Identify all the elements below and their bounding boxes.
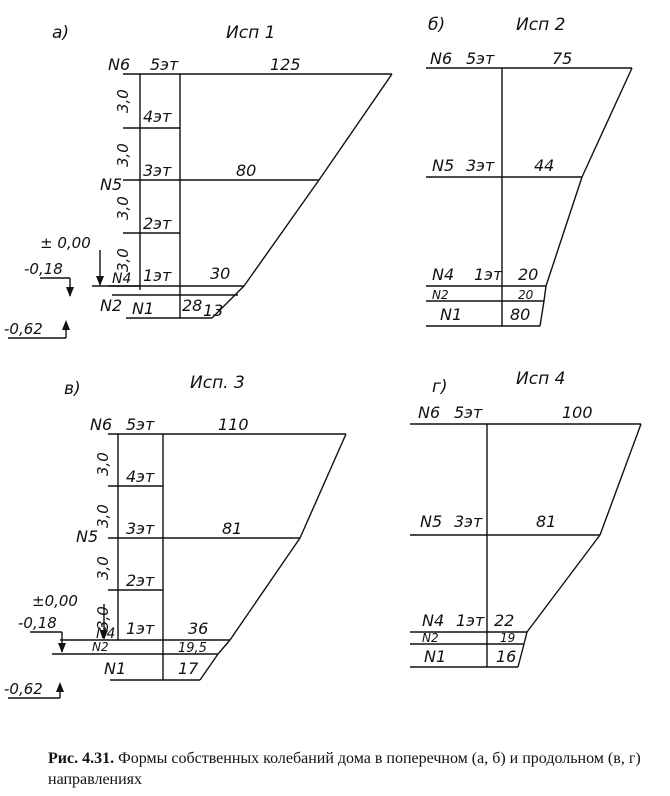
- panel-v-level-n5: N5: [76, 527, 98, 546]
- panel-a-level-n6: N6: [108, 55, 130, 74]
- panel-a-floor-4: 4эт: [143, 107, 172, 126]
- panel-v-level-018: -0,18: [18, 614, 57, 632]
- panel-v-floor-2: 2эт: [126, 571, 155, 590]
- panel-v-arrows: [56, 630, 108, 692]
- panel-v-level-n6: N6: [90, 415, 112, 434]
- panel-a-lines: [8, 73, 393, 339]
- panel-g-title: Исп 4: [516, 369, 565, 389]
- panel-a-value-n4: 30: [210, 264, 230, 283]
- panel-a-level-n5: N5: [100, 175, 122, 194]
- panel-g-level-n4: N4: [422, 611, 444, 630]
- panel-a-floor-1: 1эт: [143, 266, 172, 285]
- figure-caption: Рис. 4.31. Формы собственных колебаний д…: [48, 748, 658, 790]
- panel-v-floor-1: 1эт: [126, 619, 155, 638]
- panel-a-value-n5: 80: [236, 161, 256, 180]
- panel-a-level-n1: N1: [132, 299, 154, 318]
- panel-b-letter: б): [428, 15, 445, 35]
- panel-b-value-n1: 80: [510, 305, 530, 324]
- panel-v-level-n1: N1: [104, 659, 126, 678]
- panel-b-lines: [426, 67, 633, 327]
- panel-b-level-n5: N5: [432, 156, 454, 175]
- panel-g-value-n5: 81: [536, 512, 556, 531]
- panel-b-level-n1: N1: [440, 305, 462, 324]
- panel-b-level-n2: N2: [432, 288, 449, 302]
- panel-v-lines: [8, 433, 347, 699]
- panel-a-height-4: 3,0: [114, 143, 132, 167]
- panel-v-letter: в): [64, 379, 81, 399]
- panel-g-value-n4: 22: [494, 611, 514, 630]
- panel-v-value-n2: 19,5: [178, 641, 207, 656]
- panel-v-floor-5: 5эт: [126, 415, 155, 434]
- panel-a-height-2: 3,0: [114, 248, 132, 272]
- panel-g-level-n1: N1: [424, 647, 446, 666]
- panel-g-letter: г): [432, 377, 448, 397]
- panel-v-floor-4: 4эт: [126, 467, 155, 486]
- panel-v-value-n6: 110: [218, 415, 249, 434]
- figure-caption-text: Формы собственных колебаний дома в попер…: [48, 750, 641, 788]
- panel-v-level-062: -0,62: [4, 680, 43, 698]
- panel-g-level-n2: N2: [422, 631, 439, 645]
- panel-b-value-n4: 20: [518, 265, 538, 284]
- panel-g-level-n5: N5: [420, 512, 442, 531]
- panel-b-floor-5: 5эт: [466, 49, 495, 68]
- panel-b-floor-3: 3эт: [466, 156, 495, 175]
- panel-b-value-n2: 20: [518, 288, 534, 302]
- panel-v-title: Исп. 3: [190, 373, 245, 393]
- panel-a-floor-2: 2эт: [143, 214, 172, 233]
- panel-a-height-5: 3,0: [114, 89, 132, 113]
- panel-v-height-3: 3,0: [94, 556, 112, 580]
- panel-v-level-n4: N4: [96, 626, 115, 642]
- panel-v-value-n5: 81: [222, 519, 242, 538]
- panel-b-title: Исп 2: [516, 15, 565, 35]
- panel-a-title: Исп 1: [226, 23, 275, 43]
- panel-a-arrows: [62, 276, 104, 330]
- panel-b-floor-1: 1эт: [474, 265, 503, 284]
- panel-g-level-n6: N6: [418, 403, 440, 422]
- panel-a-value-n6: 125: [270, 55, 301, 74]
- panel-a-floor-5: 5эт: [150, 55, 179, 74]
- panel-a-level-n2: N2: [100, 296, 122, 315]
- panel-a-level-zero: ± 0,00: [40, 234, 91, 252]
- panel-v-height-5: 3,0: [94, 452, 112, 476]
- panel-a-level-062: -0,62: [4, 320, 43, 338]
- panel-b-value-n5: 44: [534, 156, 554, 175]
- panel-v-height-4: 3,0: [94, 504, 112, 528]
- panel-a-value-base-right: 13: [203, 301, 223, 320]
- panel-g-lines: [410, 423, 642, 668]
- panel-g-floor-1: 1эт: [456, 611, 485, 630]
- panel-a-value-base-left: 28: [182, 296, 202, 315]
- panel-v-value-n1: 17: [178, 659, 199, 678]
- panel-a-letter: а): [52, 23, 69, 43]
- panel-v-value-n4: 36: [188, 619, 208, 638]
- panel-b-level-n6: N6: [430, 49, 452, 68]
- panel-a-level-018: -0,18: [24, 260, 63, 278]
- panel-v-level-zero: ±0,00: [32, 592, 78, 610]
- panel-g-floor-5: 5эт: [454, 403, 483, 422]
- panel-g-value-n2: 19: [500, 631, 515, 645]
- panel-b-level-n4: N4: [432, 265, 454, 284]
- panel-a-floor-3: 3эт: [143, 161, 172, 180]
- panel-g-value-n1: 16: [496, 647, 516, 666]
- panel-v-height-2: 3,0: [94, 606, 112, 630]
- panel-a-height-3: 3,0: [114, 196, 132, 220]
- panel-v-level-n2: N2: [92, 640, 109, 654]
- panel-g-floor-3: 3эт: [454, 512, 483, 531]
- panel-b-value-n6: 75: [552, 49, 572, 68]
- panel-v-floor-3: 3эт: [126, 519, 155, 538]
- figure-caption-number: Рис. 4.31.: [48, 750, 115, 767]
- panel-a-level-n4: N4: [112, 271, 131, 287]
- panel-g-value-n6: 100: [562, 403, 593, 422]
